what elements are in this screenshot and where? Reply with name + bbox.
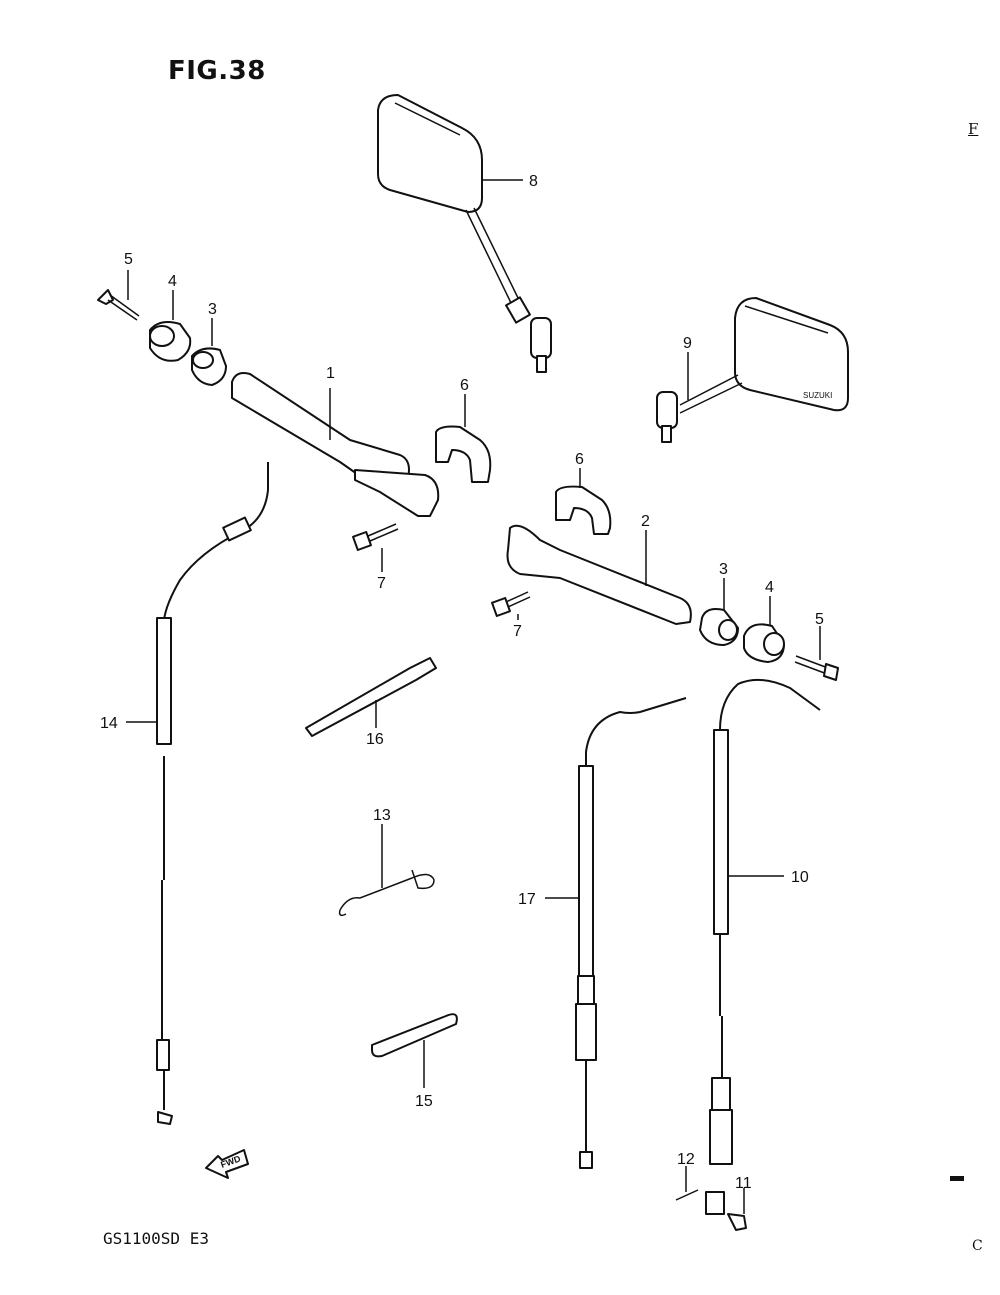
wire-clip bbox=[338, 824, 435, 917]
callout-11: 11 bbox=[735, 1175, 752, 1192]
clamp-bolt-left bbox=[352, 523, 399, 572]
clamp-upper-left bbox=[435, 394, 492, 483]
callout-4-right: 4 bbox=[765, 579, 774, 596]
mirror-left bbox=[377, 94, 552, 373]
callout-9: 9 bbox=[683, 335, 692, 352]
cotter-pin bbox=[675, 1166, 699, 1201]
callout-10: 10 bbox=[791, 869, 809, 886]
cable-throttle bbox=[545, 697, 687, 1169]
clamp-plate bbox=[371, 1013, 458, 1088]
callout-12: 12 bbox=[677, 1151, 695, 1168]
cable-left bbox=[126, 462, 269, 1125]
bar-end-screw-left bbox=[97, 270, 140, 321]
cable-clutch bbox=[705, 678, 821, 1215]
callout-1: 1 bbox=[326, 365, 335, 382]
mirror-right: SUZUKI bbox=[656, 297, 849, 443]
edge-letter-bottom: C bbox=[972, 1238, 983, 1254]
clamp-bolt-right bbox=[491, 591, 531, 620]
callout-7: 7 bbox=[377, 575, 386, 592]
callout-7-right: 7 bbox=[513, 623, 522, 640]
bar-end-weight-left bbox=[149, 290, 192, 362]
figure-title: FIG.38 bbox=[168, 56, 266, 86]
callout-8: 8 bbox=[529, 173, 538, 190]
svg-text:SUZUKI: SUZUKI bbox=[803, 391, 832, 400]
bar-end-weight-right bbox=[743, 596, 785, 663]
callout-4: 4 bbox=[168, 273, 177, 290]
handlebar-right bbox=[506, 524, 692, 625]
bar-end-screw-right bbox=[794, 626, 839, 681]
callout-13: 13 bbox=[373, 807, 391, 824]
callout-17: 17 bbox=[518, 891, 536, 908]
pivot-bolt bbox=[727, 1188, 747, 1231]
callout-16: 16 bbox=[366, 731, 384, 748]
callout-6: 6 bbox=[460, 377, 469, 394]
callout-2: 2 bbox=[641, 513, 650, 530]
callout-3-right: 3 bbox=[719, 561, 728, 578]
callout-15: 15 bbox=[415, 1093, 433, 1110]
clamp-upper-right bbox=[555, 468, 612, 535]
edge-mark bbox=[950, 1176, 964, 1181]
bar-end-rubber-left bbox=[191, 318, 227, 386]
edge-letter-top: F bbox=[968, 120, 979, 138]
callout-14: 14 bbox=[100, 715, 118, 732]
model-code: GS1100SD E3 bbox=[103, 1229, 209, 1248]
tie-strap bbox=[305, 657, 437, 737]
bar-end-rubber-right bbox=[699, 578, 739, 646]
fwd-arrow-icon: FWD bbox=[205, 1149, 249, 1179]
callout-6-right: 6 bbox=[575, 451, 584, 468]
callout-5: 5 bbox=[124, 251, 133, 268]
callout-3: 3 bbox=[208, 301, 217, 318]
callout-5-right: 5 bbox=[815, 611, 824, 628]
handlebar-left bbox=[231, 372, 440, 517]
